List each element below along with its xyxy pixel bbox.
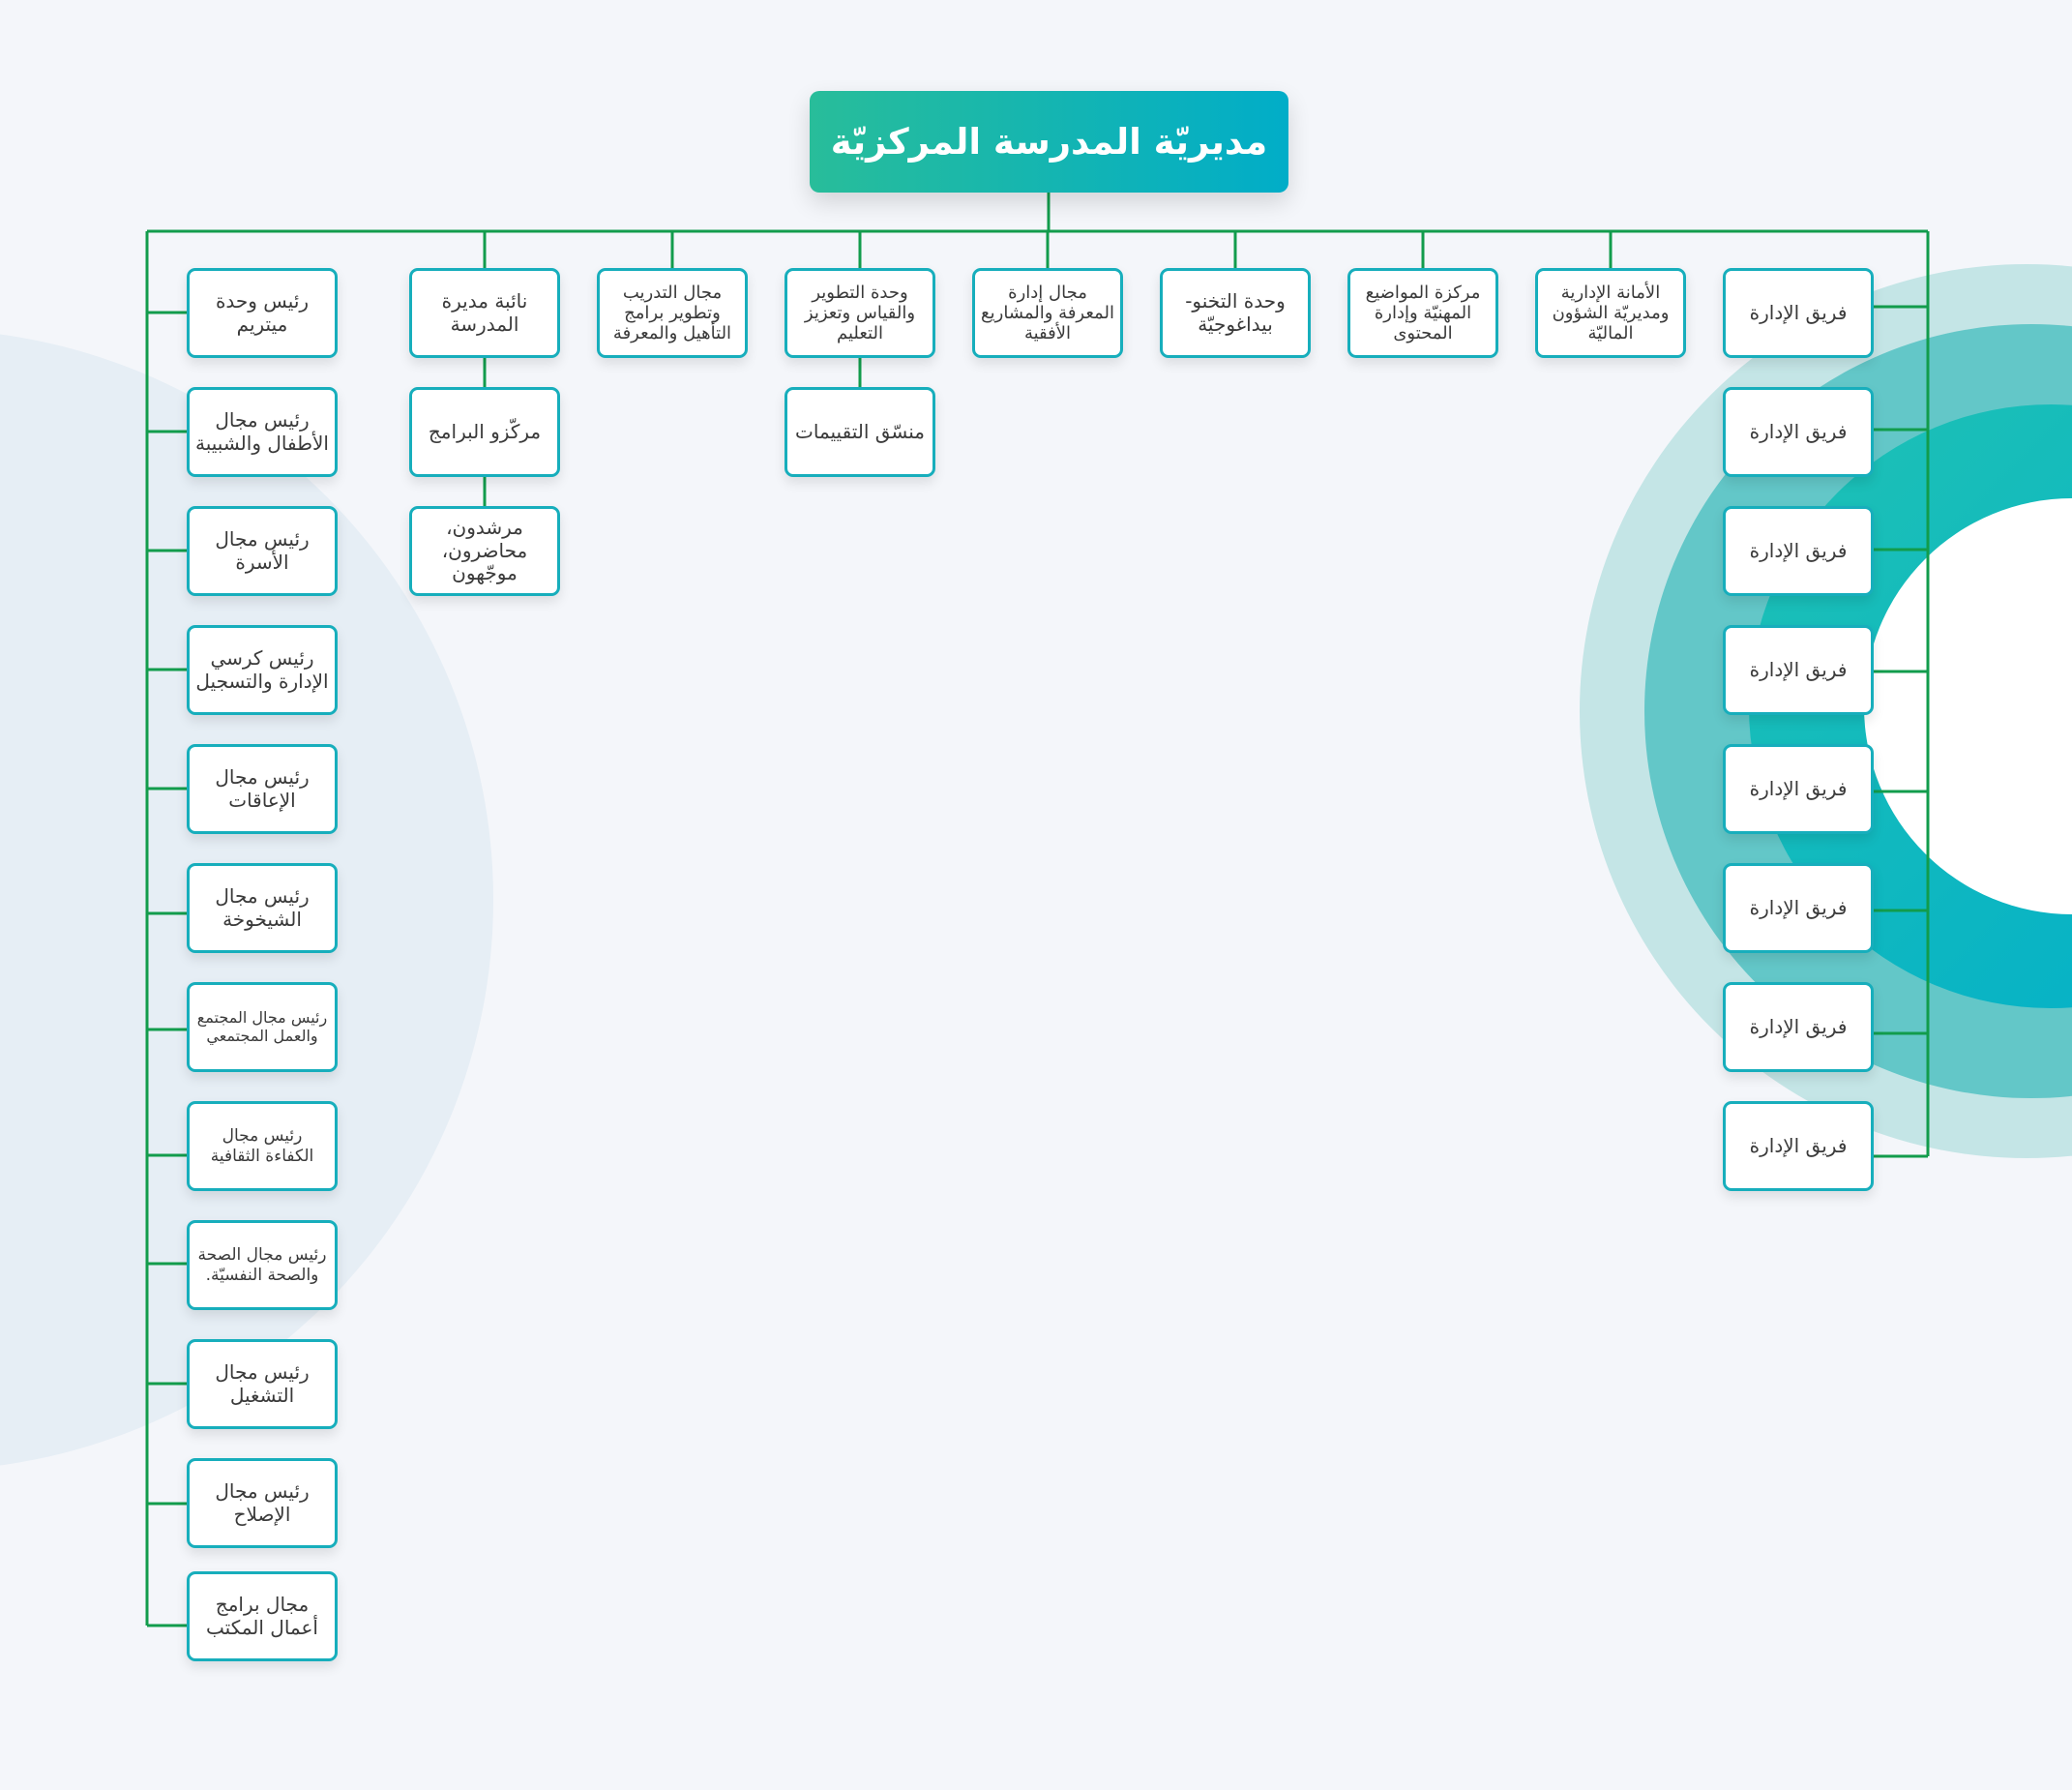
left-item-aging: رئيس مجال الشيخوخة [187, 863, 338, 953]
right-item-team: فريق الإدارة [1723, 268, 1874, 358]
right-item-team: فريق الإدارة [1723, 982, 1874, 1072]
deputy-child-coordinators: مركّزو البرامج [409, 387, 560, 477]
top-unit-development: وحدة التطوير والقياس وتعزيز التعليم [784, 268, 935, 358]
top-unit-knowledge: مجال إدارة المعرفة والمشاريع الأفقية [972, 268, 1123, 358]
right-item-team: فريق الإدارة [1723, 1101, 1874, 1191]
right-item-team: فريق الإدارة [1723, 625, 1874, 715]
bg-ring-hole [1864, 498, 2072, 914]
root-node: مديريّة المدرسة المركزيّة [810, 91, 1288, 193]
development-child-assessments: منسّق التقييمات [784, 387, 935, 477]
right-item-team: فريق الإدارة [1723, 506, 1874, 596]
top-unit-technopedagogy: وحدة التخنو-بيداغوجيّة [1160, 268, 1311, 358]
right-item-team: فريق الإدارة [1723, 387, 1874, 477]
connector-lines [145, 193, 1930, 1627]
left-item-office: مجال برامج أعمال المكتب [187, 1571, 338, 1661]
left-item-metrim: رئيس وحدة ميتريم [187, 268, 338, 358]
left-item-employment: رئيس مجال التشغيل [187, 1339, 338, 1429]
top-unit-deputy: نائبة مديرة المدرسة [409, 268, 560, 358]
left-item-children: رئيس مجال الأطفال والشبيبة [187, 387, 338, 477]
left-item-disabilities: رئيس مجال الإعاقات [187, 744, 338, 834]
deputy-child-advisors: مرشدون، محاضرون، موجّهون [409, 506, 560, 596]
right-item-team: فريق الإدارة [1723, 744, 1874, 834]
right-item-team: فريق الإدارة [1723, 863, 1874, 953]
left-item-health: رئيس مجال الصحة والصحة النفسيّة. [187, 1220, 338, 1310]
left-item-cultural: رئيس مجال الكفاءة الثقافية [187, 1101, 338, 1191]
left-item-community: رئيس مجال المجتمع والعمل المجتمعي [187, 982, 338, 1072]
top-unit-training: مجال التدريب وتطوير برامج التأهيل والمعر… [597, 268, 748, 358]
top-unit-content: مركزة المواضيع المهنيّة وإدارة المحتوى [1347, 268, 1498, 358]
left-item-correction: رئيس مجال الإصلاح [187, 1458, 338, 1548]
left-item-registration: رئيس كرسي الإدارة والتسجيل [187, 625, 338, 715]
left-item-family: رئيس مجال الأسرة [187, 506, 338, 596]
root-label: مديريّة المدرسة المركزيّة [830, 121, 1268, 163]
top-unit-secretariat: الأمانة الإدارية ومديريّة الشؤون الماليّ… [1535, 268, 1686, 358]
